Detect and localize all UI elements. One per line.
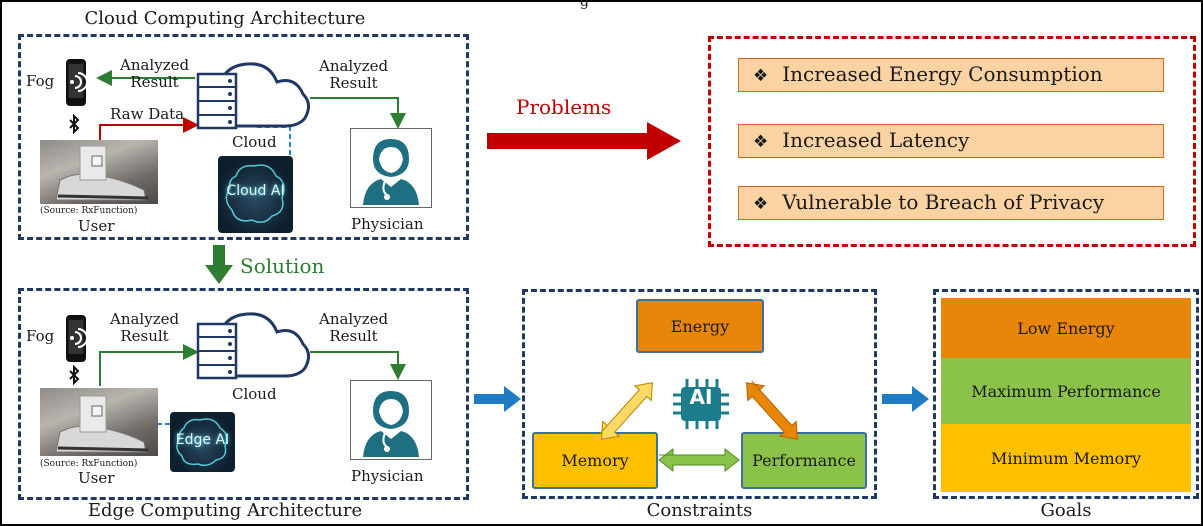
user-shoe-photo [40,140,158,204]
bluetooth-icon [69,113,80,135]
problem-item: ❖ Vulnerable to Breach of Privacy [738,186,1164,220]
cloud-raw-data: Raw Data [110,105,185,123]
bluetooth-icon [69,364,80,386]
edge-physician-label: Physician [351,467,424,485]
cloud-arch-title: Cloud Computing Architecture [84,8,366,29]
physician-icon [363,391,419,457]
edge-analyzed-left: Analyzed Result [110,311,179,345]
shoe-illustration [55,145,149,201]
edge-analyzed-left-text: Analyzed Result [110,310,180,345]
constraints-box [522,289,877,499]
server-icon [196,72,238,130]
smartphone-icon [66,59,88,106]
goal-max-performance: Maximum Performance [941,358,1191,424]
cloud-physician-label: Physician [351,215,424,233]
edge-analyzed-right: Analyzed Result [319,311,388,345]
server-icon [196,322,238,380]
cloud-analyzed-left: Analyzed Result [120,57,189,91]
physician-box [350,380,432,460]
brain-icon: Cloud AI [218,156,293,233]
diamond-bullet-icon: ❖ [753,66,769,86]
edge-fog-label: Fog [26,327,55,345]
energy-box: Energy [636,299,764,353]
goal-low-energy: Low Energy [941,298,1191,358]
goals-title: Goals [1040,500,1092,521]
edge-arch-title: Edge Computing Architecture [87,500,363,521]
brain-outline [176,418,228,467]
problem-item: ❖ Increased Energy Consumption [738,58,1164,92]
user-shoe-photo [40,388,158,456]
to-constraints-arrow [474,386,521,412]
edge-arch-box [18,288,469,500]
edge-cloud-label: Cloud [232,385,277,403]
cloud-analyzed-left-text: Analyzed Result [120,56,190,91]
problems-box [708,36,1196,247]
cloud-cloud-label: Cloud [232,133,277,151]
problems-label: Problems [516,95,612,119]
problems-arrow [487,122,681,160]
cloud-arch-box [18,34,469,240]
smartphone-icon [66,315,88,362]
goals-box [933,289,1199,499]
cloud-user-label: User [78,217,115,235]
cloud-fog-label: Fog [26,72,55,90]
diamond-bullet-icon: ❖ [753,194,769,214]
problem-text: Vulnerable to Breach of Privacy [782,190,1105,214]
top-partial-text: g [580,0,589,10]
problem-text: Increased Latency [782,128,970,152]
brain-outline [225,164,285,223]
shoe-illustration [55,395,149,453]
physician-box [350,128,432,208]
cloud-source-label: (Source: RxFunction) [40,206,138,216]
memory-box: Memory [532,432,658,489]
ai-chip-label: AI [689,385,713,409]
edge-analyzed-right-text: Analyzed Result [319,310,389,345]
cloud-ai-label: Cloud AI [226,183,285,199]
brain-icon: Edge AI [170,412,235,472]
edge-ai-label: Edge AI [175,432,230,448]
physician-icon [363,139,419,205]
cloud-analyzed-right-text: Analyzed Result [319,57,389,92]
solution-arrow [205,245,233,284]
to-goals-arrow [882,386,929,412]
ai-chip-icon [673,379,729,429]
cloud-analyzed-right: Analyzed Result [319,58,388,92]
edge-source-label: (Source: RxFunction) [40,459,138,469]
diamond-bullet-icon: ❖ [753,132,769,152]
goal-min-memory: Minimum Memory [941,424,1191,492]
constraints-arrows [598,380,798,473]
solution-label: Solution [240,254,325,278]
performance-box: Performance [741,432,867,489]
problem-item: ❖ Increased Latency [738,124,1164,158]
edge-user-label: User [78,469,115,487]
constraints-title: Constraints [646,500,753,521]
problem-text: Increased Energy Consumption [782,62,1103,86]
